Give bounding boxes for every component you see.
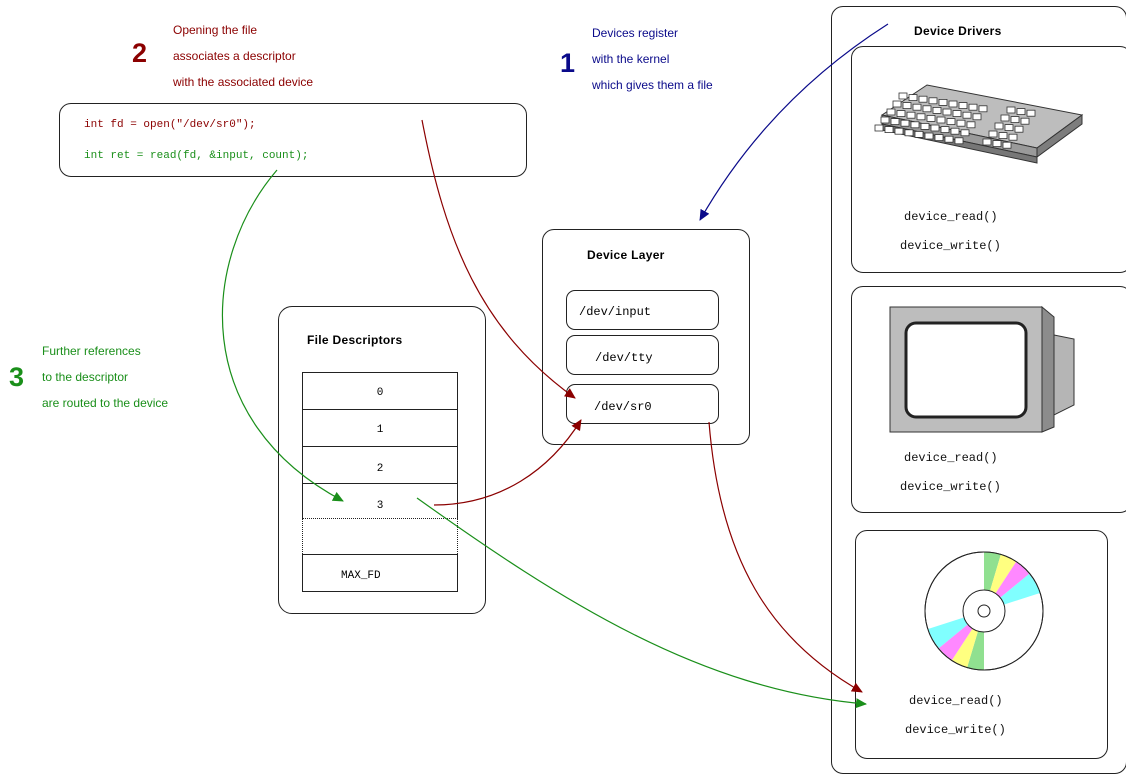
step-3-number: 3 [9, 362, 25, 392]
fd-slot: 3 [302, 483, 458, 519]
step-1-line: Devices register [592, 26, 679, 40]
open-call-line: int fd = open("/dev/sr0"); [84, 119, 256, 131]
cd-driver-box: device_read() device_write() [855, 530, 1108, 759]
step-3-line: to the descriptor [42, 370, 129, 384]
code-box: int fd = open("/dev/sr0"); int ret = rea… [59, 103, 527, 177]
step-2-number: 2 [132, 38, 148, 68]
device-write-fn: device_write() [900, 480, 1001, 494]
step-2-line: Opening the file [173, 23, 258, 37]
step-1-line: with the kernel [592, 52, 670, 66]
cd-disc-icon [924, 551, 1044, 671]
step-3-caption: Further references to the descriptor are… [42, 338, 168, 416]
device-read-fn: device_read() [904, 210, 998, 224]
step-3-line: Further references [42, 344, 141, 358]
fd-slot: 1 [302, 409, 458, 447]
fd-slot-max: MAX_FD [302, 554, 458, 592]
step-1-line: which gives them a file [592, 78, 713, 92]
device-read-fn: device_read() [909, 694, 1003, 708]
file-descriptors-title: File Descriptors [307, 333, 403, 347]
step-1-caption: Devices register with the kernel which g… [592, 20, 713, 98]
monitor-icon [889, 305, 1075, 433]
device-write-fn: device_write() [905, 723, 1006, 737]
step-2-line: with the associated device [173, 75, 314, 89]
step-1-number: 1 [560, 48, 576, 78]
step-2-line: associates a descriptor [173, 49, 296, 63]
fd-slot: 2 [302, 446, 458, 484]
keyboard-icon [874, 84, 1084, 164]
fd-slot-ellipsis [302, 518, 458, 554]
device-node: /dev/input [566, 290, 719, 330]
device-read-fn: device_read() [904, 451, 998, 465]
monitor-driver-box: device_read() device_write() [851, 286, 1126, 513]
device-node: /dev/tty [566, 335, 719, 375]
device-write-fn: device_write() [900, 239, 1001, 253]
read-call-line: int ret = read(fd, &input, count); [84, 150, 309, 162]
keyboard-driver-box: device_read() device_write() [851, 46, 1126, 273]
step-2-caption: Opening the file associates a descriptor… [173, 17, 313, 95]
fd-slot: 0 [302, 372, 458, 410]
step-3-line: are routed to the device [42, 396, 169, 410]
device-drivers-title: Device Drivers [914, 24, 1002, 38]
device-node: /dev/sr0 [566, 384, 719, 424]
device-layer-title: Device Layer [587, 248, 665, 262]
